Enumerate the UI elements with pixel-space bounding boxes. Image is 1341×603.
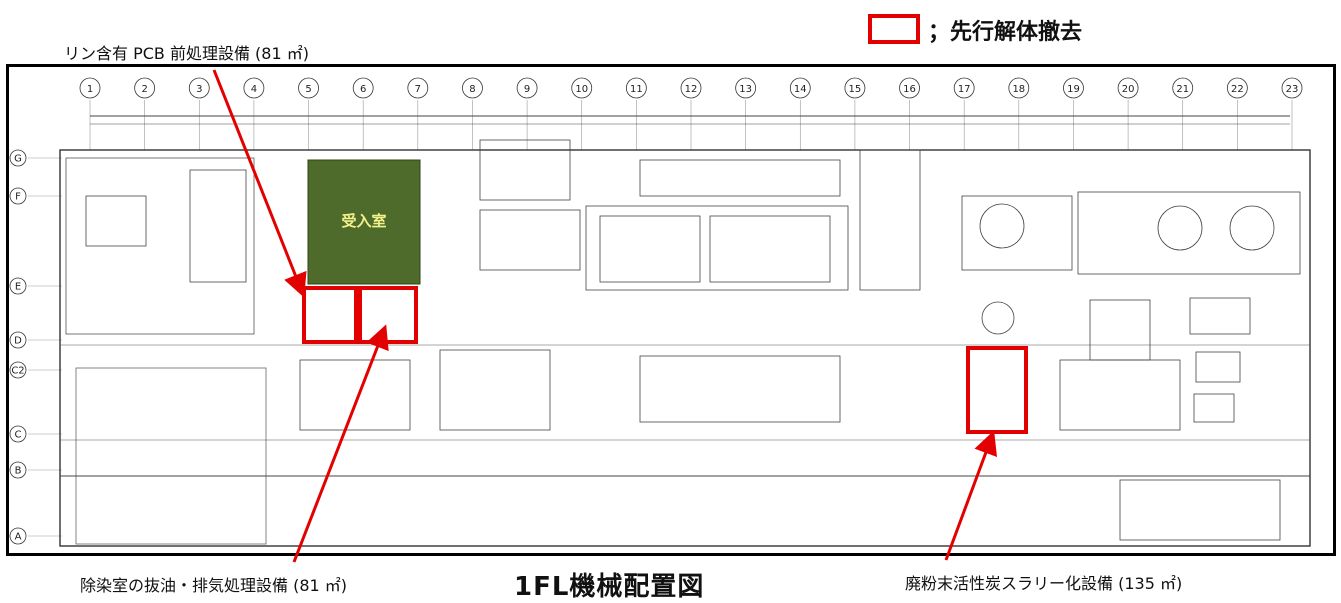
column-bubble bbox=[407, 77, 429, 99]
column-bubble bbox=[462, 77, 483, 99]
row-label: F bbox=[15, 192, 21, 203]
row-label: G bbox=[14, 154, 22, 165]
column-bubble bbox=[1063, 77, 1084, 99]
column-bubble bbox=[844, 77, 866, 99]
row-label: E bbox=[15, 282, 21, 293]
leader-arrows bbox=[212, 69, 997, 563]
column-label: 3 bbox=[196, 84, 202, 95]
column-label: 18 bbox=[1012, 84, 1025, 95]
row-label: D bbox=[14, 336, 22, 347]
column-label: 23 bbox=[1286, 84, 1299, 95]
column-bubble bbox=[1117, 77, 1139, 99]
column-label: 7 bbox=[415, 84, 421, 95]
row-label: A bbox=[15, 532, 22, 543]
row-bubble bbox=[9, 187, 27, 205]
highlight-slurry bbox=[966, 346, 1028, 434]
column-label: 8 bbox=[469, 84, 475, 95]
row-bubble bbox=[9, 149, 27, 167]
column-bubble bbox=[680, 77, 702, 99]
column-bubble bbox=[899, 77, 920, 99]
highlight-areas bbox=[302, 286, 1028, 434]
column-bubble bbox=[188, 77, 210, 99]
column-label: 1 bbox=[87, 84, 93, 95]
column-label: 15 bbox=[849, 84, 862, 95]
building-outline bbox=[59, 149, 1311, 547]
column-bubble bbox=[516, 77, 538, 99]
row-bubble bbox=[9, 425, 27, 443]
column-bubble bbox=[134, 77, 156, 99]
row-bubble bbox=[9, 331, 27, 349]
column-bubble bbox=[735, 77, 757, 99]
column-label: 4 bbox=[251, 84, 257, 95]
column-label: 22 bbox=[1231, 84, 1244, 95]
row-grid: G F E D C2C B A bbox=[9, 149, 62, 545]
column-bubble bbox=[1008, 77, 1030, 99]
highlight-pretreatment bbox=[302, 286, 358, 344]
row-bubble bbox=[9, 461, 27, 479]
legend-label: ；先行解体撤去 bbox=[928, 20, 1083, 45]
arrow-slurry bbox=[944, 430, 997, 561]
slurry-label: 廃粉末活性炭スラリー化設備 (135 ㎡) bbox=[905, 574, 1183, 593]
column-bubble bbox=[298, 77, 319, 99]
column-label: 5 bbox=[305, 84, 311, 95]
receiving-room bbox=[307, 159, 421, 285]
column-bubble bbox=[79, 77, 101, 99]
column-label: 17 bbox=[958, 84, 971, 95]
column-label: 2 bbox=[141, 84, 147, 95]
receiving-room-label: 受入室 bbox=[341, 212, 386, 230]
column-bubble bbox=[953, 77, 975, 99]
row-label: C bbox=[15, 430, 22, 441]
column-label: 12 bbox=[685, 84, 698, 95]
pretreatment-label: リン含有 PCB 前処理設備 (81 ㎡) bbox=[64, 44, 309, 63]
row-bubble bbox=[9, 277, 27, 295]
floor-plan-frame bbox=[6, 64, 1336, 556]
column-label: 19 bbox=[1067, 84, 1080, 95]
column-label: 9 bbox=[524, 84, 530, 95]
column-bubble bbox=[571, 77, 593, 99]
column-label: 14 bbox=[794, 84, 807, 95]
drawing-title: 1FL機械配置図 bbox=[514, 572, 705, 602]
legend-swatch bbox=[868, 14, 920, 44]
decontamination-label: 除染室の抜油・排気処理設備 (81 ㎡) bbox=[80, 576, 348, 595]
arrow-pretreatment bbox=[212, 69, 307, 298]
column-bubble bbox=[789, 77, 811, 99]
machinery-blocks bbox=[85, 139, 1301, 541]
row-label: B bbox=[15, 466, 22, 477]
row-bubble bbox=[9, 527, 27, 545]
row-bubble bbox=[9, 361, 27, 379]
column-bubble bbox=[352, 77, 374, 99]
column-bubble bbox=[1172, 77, 1194, 99]
column-label: 20 bbox=[1122, 84, 1135, 95]
column-bubble bbox=[625, 77, 647, 99]
column-label: 13 bbox=[739, 84, 752, 95]
arrow-decontamination bbox=[292, 324, 389, 563]
highlight-decontamination bbox=[358, 286, 418, 344]
column-label: 11 bbox=[630, 84, 643, 95]
column-bubble bbox=[1226, 77, 1248, 99]
column-label: 10 bbox=[575, 84, 588, 95]
column-bubble bbox=[243, 77, 265, 99]
column-bubble bbox=[1281, 77, 1303, 99]
column-label: 16 bbox=[903, 84, 916, 95]
column-label: 21 bbox=[1176, 84, 1189, 95]
row-label: C2 bbox=[11, 366, 24, 377]
column-label: 6 bbox=[360, 84, 366, 95]
